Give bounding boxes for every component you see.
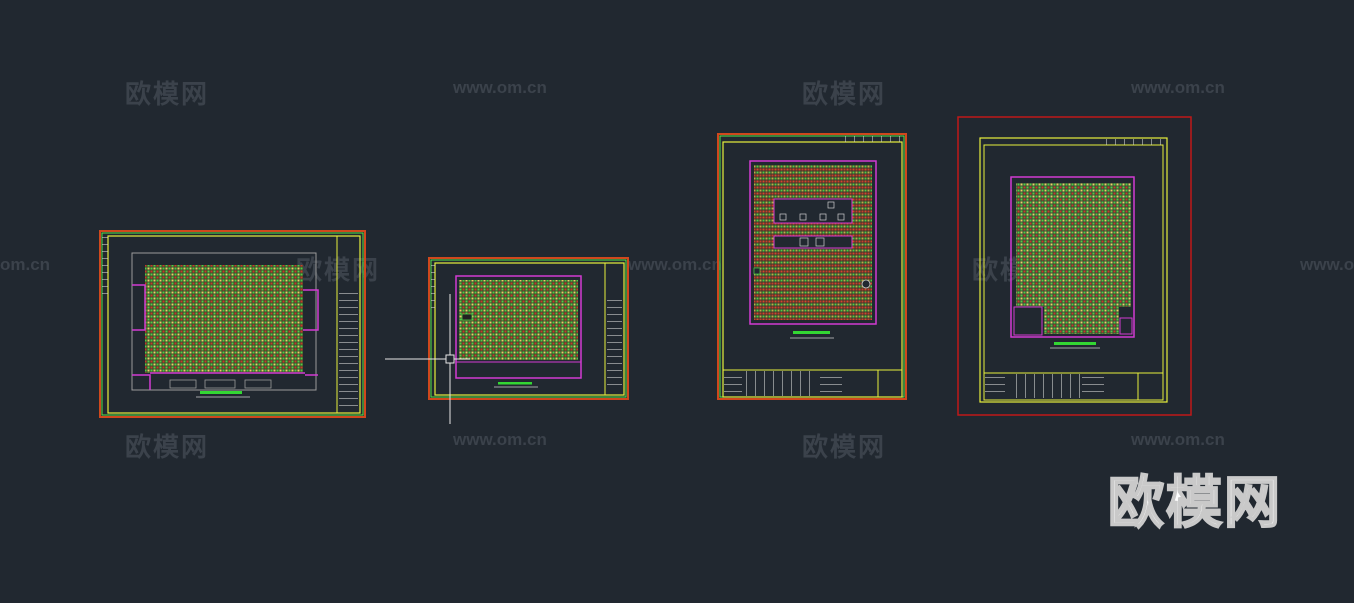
drawing-sheet-3[interactable]	[717, 133, 907, 400]
drawing-sheet-2[interactable]	[428, 257, 629, 400]
watermark-brand: 欧模网	[125, 433, 210, 463]
watermark-url: www.om.cn	[1131, 78, 1225, 97]
drawing-sheet-4[interactable]	[957, 116, 1192, 416]
watermark-url: www.om.cn	[628, 255, 722, 274]
watermark-brand: 欧模网	[802, 433, 887, 463]
watermark-url: www.om.cn	[453, 430, 547, 449]
brand-logo: 欧模网	[1107, 470, 1282, 537]
watermark-brand: 欧模网	[125, 80, 210, 110]
watermark-url: www.om.cn	[1131, 430, 1225, 449]
watermark-url: www.om.cn	[1300, 255, 1354, 274]
watermark-url: om.cn	[0, 255, 51, 274]
watermark-brand: 欧模网	[802, 80, 887, 110]
drawing-sheet-1[interactable]	[99, 230, 366, 418]
crosshair-cursor-icon	[385, 294, 470, 424]
watermark-url: www.om.cn	[453, 78, 547, 97]
